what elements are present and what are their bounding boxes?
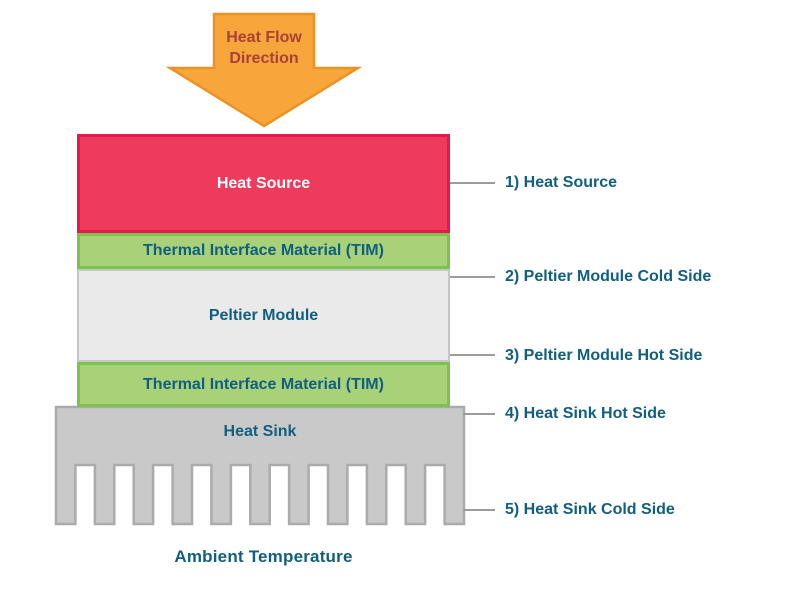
layer-tim-top: Thermal Interface Material (TIM) xyxy=(77,233,450,269)
callout-label-heat-sink-hot-side: 4) Heat Sink Hot Side xyxy=(505,405,666,422)
tim-top-label: Thermal Interface Material (TIM) xyxy=(143,242,384,259)
callout-label-heat-source: 1) Heat Source xyxy=(505,174,618,191)
callout-label-peltier-hot-side: 3) Peltier Module Hot Side xyxy=(505,347,703,364)
heat-flow-direction-label: Heat Flow Direction xyxy=(226,29,302,67)
layer-heat-source: Heat Source xyxy=(77,134,450,233)
tim-bottom-label: Thermal Interface Material (TIM) xyxy=(143,375,384,393)
heat-source-label: Heat Source xyxy=(216,174,311,192)
layer-peltier-module: Peltier Module xyxy=(77,269,450,362)
peltier-module-label: Peltier Module xyxy=(208,306,319,324)
heat-sink-label: Heat Sink xyxy=(223,423,297,440)
layer-tim-bottom: Thermal Interface Material (TIM) xyxy=(77,362,450,407)
heat-flow-arrow xyxy=(165,12,363,128)
heat-sink-shape xyxy=(54,405,466,526)
callout-label-peltier-cold-side: 2) Peltier Module Cold Side xyxy=(505,268,712,285)
callout-label-heat-sink-cold-side: 5) Heat Sink Cold Side xyxy=(505,501,675,518)
ambient-temperature-label: Ambient Temperature xyxy=(174,547,353,566)
